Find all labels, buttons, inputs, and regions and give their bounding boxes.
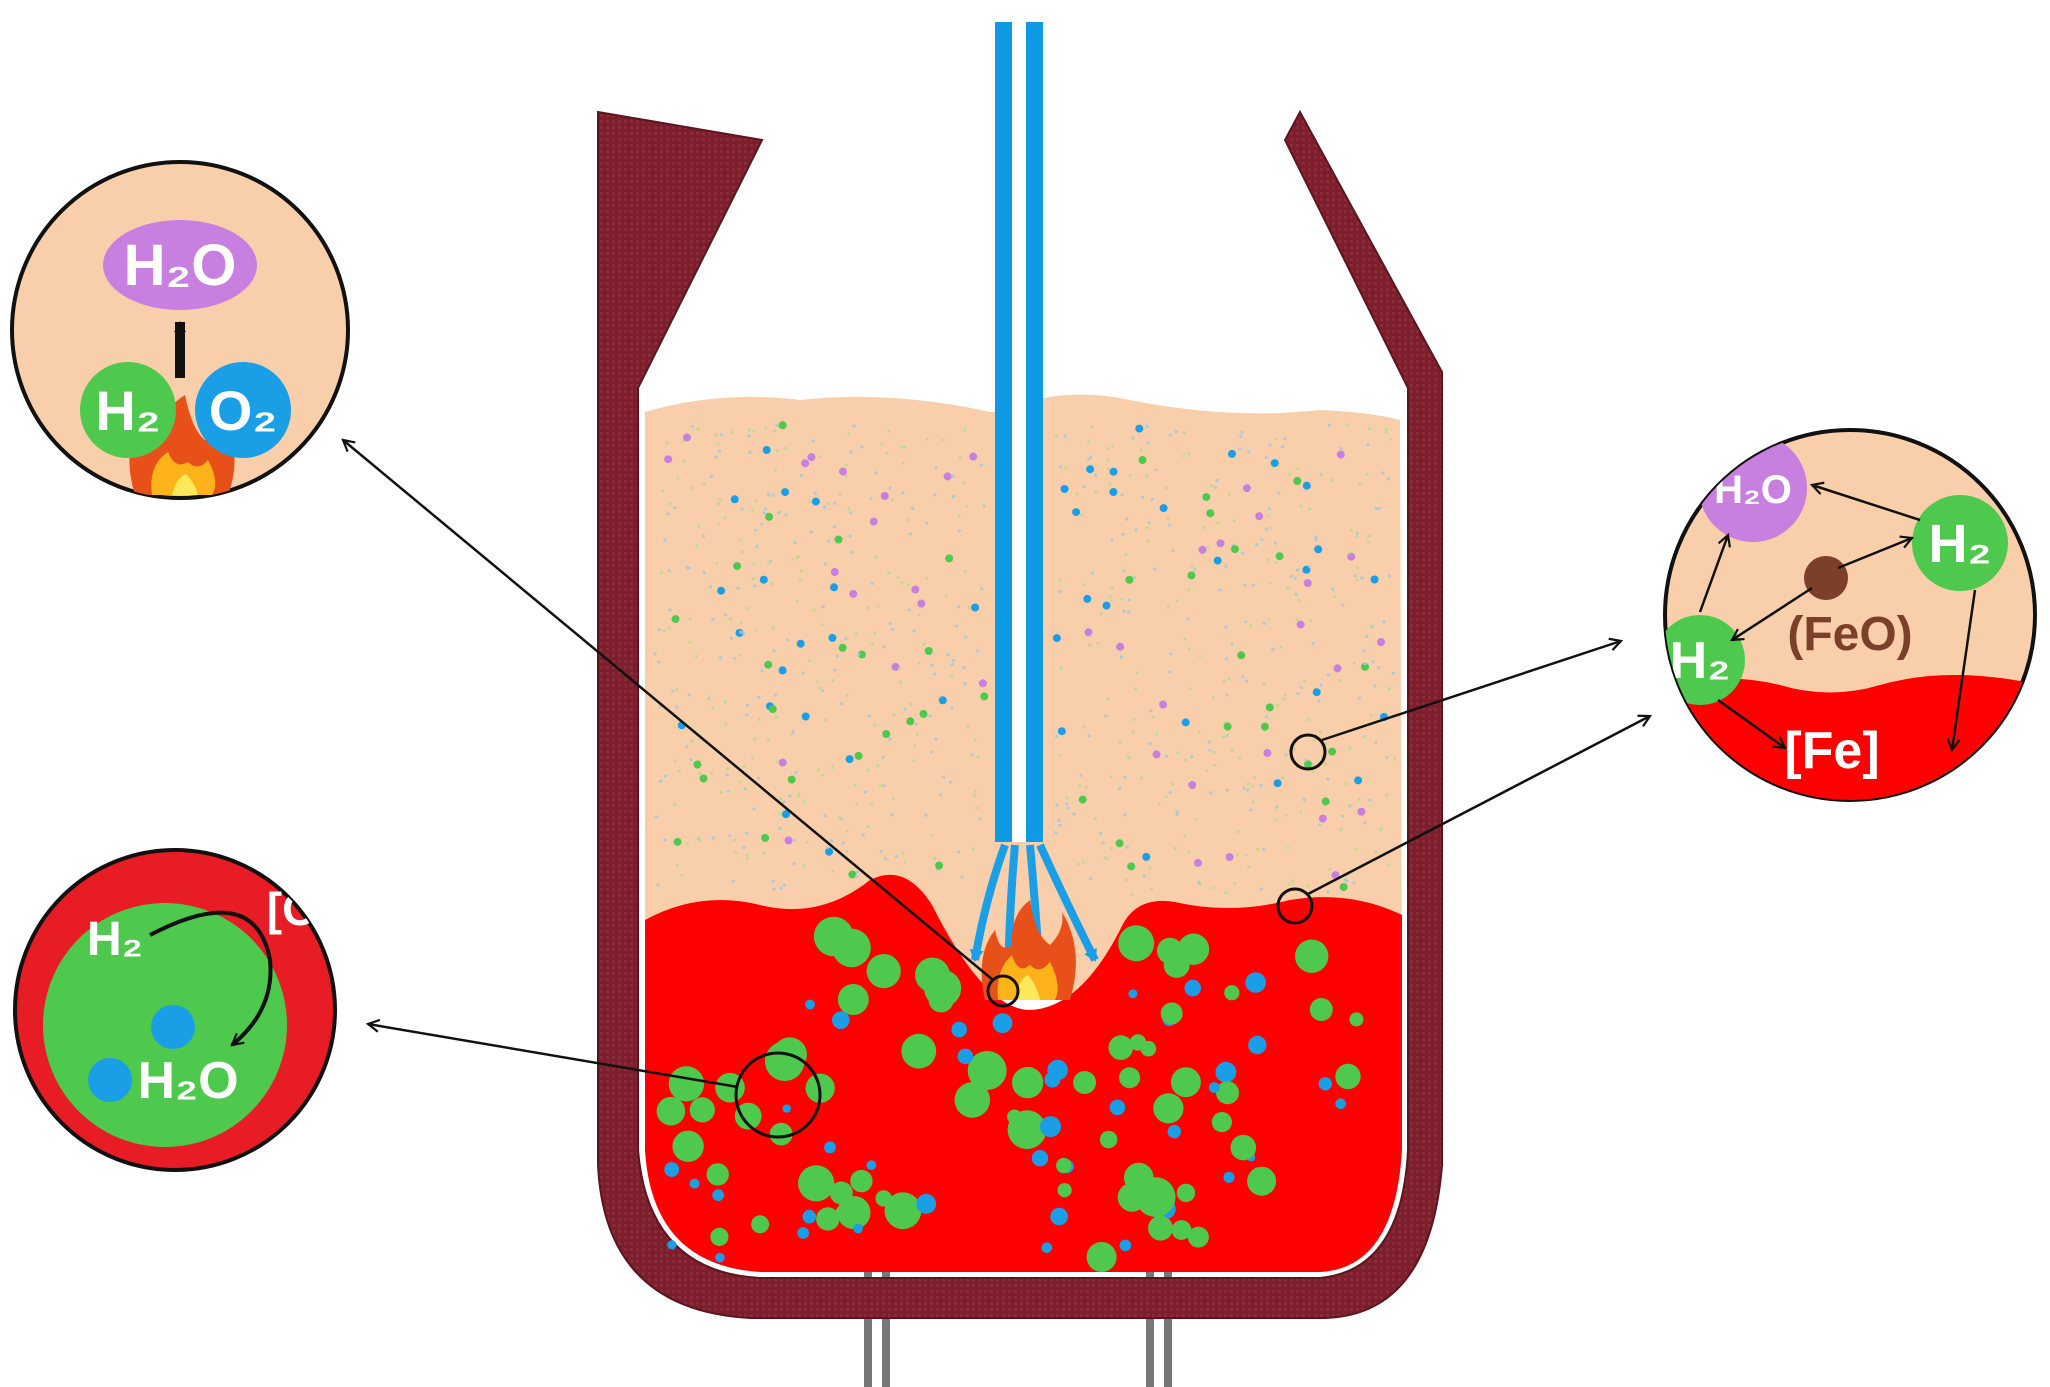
bubble-gas-label: H₂ — [87, 913, 143, 966]
callout-slag-reduction: H₂O H₂ H₂ (FeO) [Fe] — [1663, 428, 2037, 802]
combustion-reactant-o2-label: O₂ — [209, 379, 277, 442]
bottom-pipes — [864, 1270, 1172, 1387]
bubble-product-label: H₂O — [137, 1052, 238, 1110]
oxygen-dot — [151, 1005, 195, 1049]
combustion-reactant-h2-label: H₂ — [95, 379, 160, 442]
sample-markers — [734, 733, 1327, 1139]
callout-bubble: [O] H₂ H₂O — [13, 848, 337, 1172]
o2-molecule — [195, 362, 291, 458]
metal-label: [Fe] — [1784, 722, 1879, 780]
water-dot — [88, 1058, 132, 1102]
flame-icon — [129, 395, 235, 495]
h2o-molecule — [103, 220, 257, 310]
callout-arrows — [343, 440, 1650, 1089]
slag-product-label: H₂O — [1714, 468, 1792, 512]
reaction-arrows-right — [1698, 485, 1977, 750]
slag-reductant-left-label: H₂ — [1670, 632, 1731, 690]
h2-molecule — [80, 362, 176, 458]
slag-reductant-top-label: H₂ — [1929, 514, 1992, 574]
furnace-wall — [597, 109, 1443, 1319]
oxygen-lance — [995, 22, 1043, 842]
oxide-label: (FeO) — [1787, 608, 1912, 661]
bubble-reaction-arrow — [149, 910, 273, 1047]
gas-bubbles — [656, 916, 1364, 1272]
slag-particles — [653, 421, 1397, 899]
h2-molecule-top — [1912, 495, 2008, 591]
callout-combustion: H₂O H₂ O₂ — [10, 160, 350, 500]
combustion-product-label: H₂O — [124, 233, 237, 298]
feo-particle — [1804, 556, 1848, 600]
